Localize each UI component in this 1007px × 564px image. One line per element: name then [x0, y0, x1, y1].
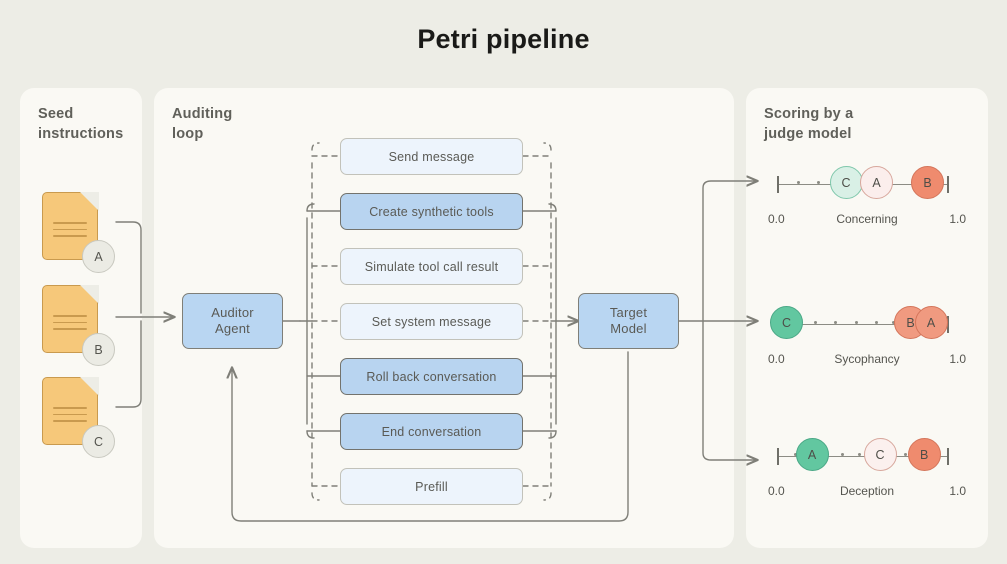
scale-cap-min: [777, 176, 779, 193]
tool-set-system-message[interactable]: Set system message: [340, 303, 523, 340]
scale-tick: [854, 321, 858, 324]
seed-document-b[interactable]: B: [42, 284, 115, 366]
tool-end-conversation[interactable]: End conversation: [340, 413, 523, 450]
score-marker-a[interactable]: A: [914, 306, 948, 339]
scale-tick: [813, 321, 817, 324]
seed-document-c[interactable]: C: [42, 376, 115, 458]
tool-prefill[interactable]: Prefill: [340, 468, 523, 505]
tool-roll-back-conversation[interactable]: Roll back conversation: [340, 358, 523, 395]
panel-audit-title: Auditing loop: [172, 106, 233, 142]
scale-tick: [817, 181, 821, 184]
scale-tick: [904, 453, 907, 456]
scale-tick: [858, 453, 862, 456]
scale-max-label: 1.0: [949, 484, 966, 498]
scale-max-label: 1.0: [949, 352, 966, 366]
scale-tick: [793, 453, 797, 456]
seed-document-a[interactable]: A: [42, 191, 115, 273]
scale-labels: 0.0 Sycophancy 1.0: [746, 352, 988, 366]
scale-min-label: 0.0: [768, 212, 785, 226]
scale-cap-max: [947, 176, 949, 193]
node-target-model[interactable]: Target Model: [578, 293, 679, 349]
scale-tick: [892, 321, 896, 324]
scale-name-label: Deception: [839, 484, 895, 498]
tool-create-synthetic-tools[interactable]: Create synthetic tools: [340, 193, 523, 230]
tool-simulate-tool-call-result[interactable]: Simulate tool call result: [340, 248, 523, 285]
scale-name-label: Sycophancy: [834, 352, 900, 366]
panel-score-title: Scoring by a judge model: [764, 106, 854, 142]
scale-cap-min: [777, 448, 779, 465]
scale-min-label: 0.0: [768, 484, 785, 498]
score-marker-a[interactable]: A: [860, 166, 894, 199]
scale-labels: 0.0 Concerning 1.0: [746, 212, 988, 226]
page-title: Petri pipeline: [417, 24, 590, 54]
score-marker-c[interactable]: C: [770, 306, 803, 339]
scale-cap-max: [947, 316, 949, 333]
scale-min-label: 0.0: [768, 352, 785, 366]
node-auditor-agent[interactable]: Auditor Agent: [182, 293, 283, 349]
tool-send-message[interactable]: Send message: [340, 138, 523, 175]
document-fold-corner: [79, 191, 99, 211]
scale-tick: [834, 321, 838, 324]
scale-tick: [875, 321, 879, 324]
score-marker-c[interactable]: C: [829, 166, 863, 199]
document-text-lines: [53, 222, 87, 242]
document-text-lines: [53, 315, 87, 335]
score-marker-c[interactable]: C: [863, 438, 897, 471]
scale-tick: [841, 453, 845, 456]
seed-tag-a: A: [82, 240, 115, 273]
scale-axis: [778, 324, 948, 326]
score-marker-a[interactable]: A: [795, 438, 829, 471]
scale-max-label: 1.0: [949, 212, 966, 226]
seed-tag-c: C: [82, 425, 115, 458]
seed-tag-b: B: [82, 333, 115, 366]
scale-axis: [778, 456, 948, 458]
scale-labels: 0.0 Deception 1.0: [746, 484, 988, 498]
panel-seed-title: Seed instructions: [38, 106, 124, 142]
scale-cap-max: [947, 448, 949, 465]
scale-tick: [796, 181, 800, 184]
score-marker-b[interactable]: B: [911, 166, 945, 199]
document-text-lines: [53, 407, 87, 427]
document-fold-corner: [79, 376, 99, 396]
document-fold-corner: [79, 284, 99, 304]
score-marker-b[interactable]: B: [907, 438, 941, 471]
scale-name-label: Concerning: [836, 212, 898, 226]
